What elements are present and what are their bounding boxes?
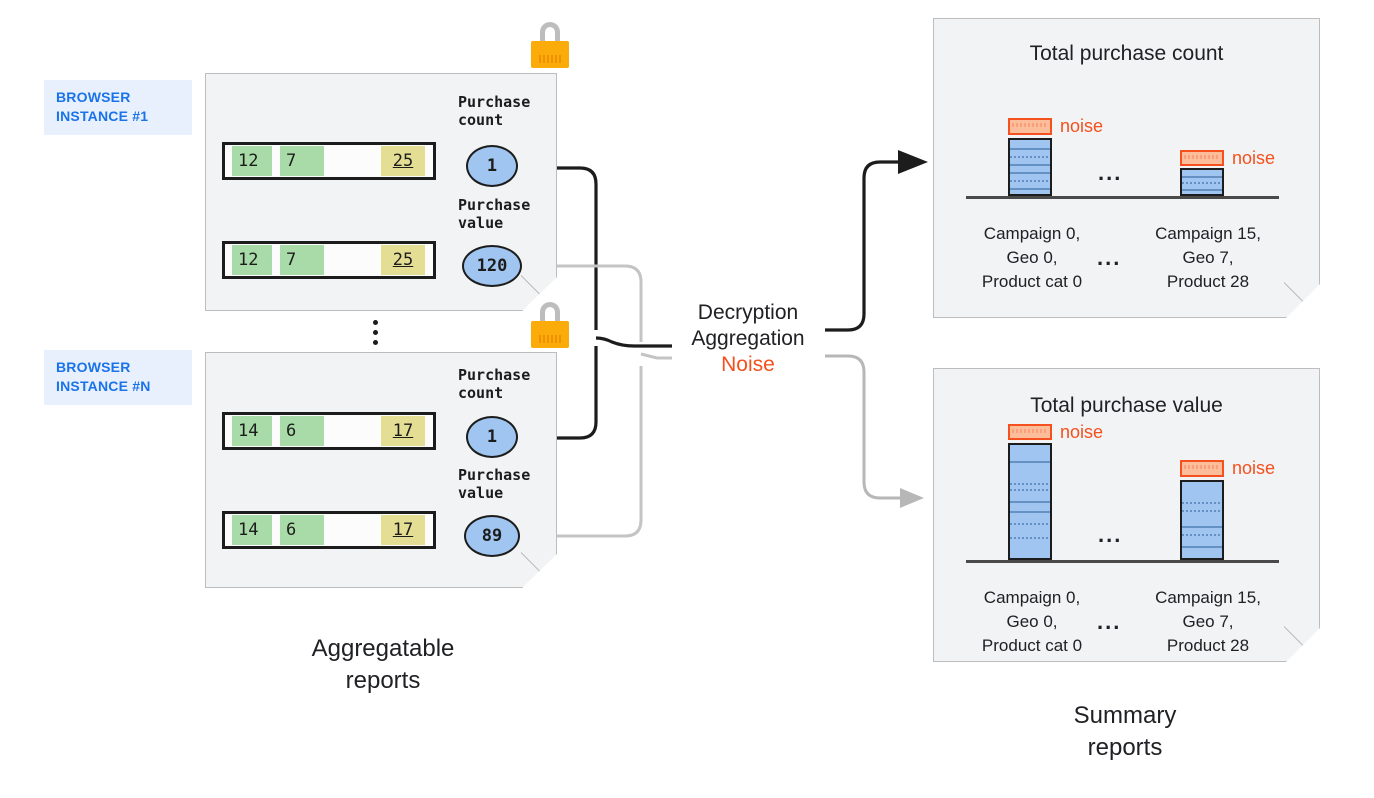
metric-value-bubble: 1: [466, 416, 518, 458]
chart-truncation-marker: ...: [1097, 609, 1122, 634]
metric-label-purchase-value: Purchase value: [458, 466, 531, 502]
padlock-shackle: [540, 302, 560, 326]
metric-label-purchase-count: Purchase count: [458, 366, 531, 402]
bar-noise-cap: [1180, 460, 1224, 477]
chart-category-label: Campaign 0, Geo 0, Product cat 0: [981, 224, 1083, 291]
padlock-body: [531, 321, 569, 348]
chart-truncation-marker: ...: [1098, 160, 1123, 185]
report-key-chip-value: 17: [392, 421, 414, 441]
browser-instance-tag-n: BROWSER INSTANCE #N: [44, 350, 192, 405]
noise-annotation: noise: [1060, 422, 1104, 442]
chart-truncation-marker: ...: [1097, 245, 1122, 270]
report-key-chip-value: 25: [392, 250, 414, 270]
report-row: 12 7 25: [222, 241, 436, 279]
metric-label-purchase-count: Purchase count: [458, 93, 531, 129]
bar-campaign-0: [1008, 443, 1052, 560]
report-key-chip: 17: [381, 416, 425, 446]
noise-annotation: noise: [1232, 148, 1276, 168]
padlock-keyhole: [539, 335, 561, 343]
chart-title-purchase-count: Total purchase count: [1029, 42, 1224, 65]
report-key-chip-value: 17: [392, 520, 414, 540]
noise-annotation: noise: [1232, 458, 1276, 478]
padlock-body: [531, 41, 569, 68]
report-key-chip-value: 25: [392, 151, 414, 171]
report-key-chip: 17: [381, 515, 425, 545]
report-key-chip: 25: [381, 146, 425, 176]
vertical-ellipsis: [373, 320, 378, 345]
report-chip: 12: [232, 245, 272, 275]
metric-value-bubble: 1: [466, 145, 518, 187]
aggregatable-reports-caption: Aggregatable reports: [311, 635, 455, 694]
chart-axis-line: [966, 196, 1279, 199]
summary-report-panel-count: [933, 18, 1320, 318]
bar-campaign-0: [1008, 138, 1052, 196]
bar-noise-cap: [1008, 424, 1052, 440]
report-chip: 14: [232, 515, 272, 545]
process-label: Decryption Aggregation Noise: [668, 300, 828, 378]
bar-noise-cap: [1180, 150, 1224, 166]
report-chip: 7: [280, 146, 324, 176]
chart-category-label: Campaign 15, Geo 7, Product 28: [1155, 588, 1261, 655]
report-chip: 6: [280, 515, 324, 545]
padlock-icon: [531, 22, 569, 68]
chart-axis-line: [966, 560, 1279, 563]
report-chip: 14: [232, 416, 272, 446]
process-line-decryption: Decryption: [697, 301, 799, 324]
report-row: 14 6 17: [222, 511, 436, 549]
process-line-noise: Noise: [721, 353, 775, 376]
browser-instance-tag-1: BROWSER INSTANCE #1: [44, 80, 192, 135]
report-row: 12 7 25: [222, 142, 436, 180]
padlock-icon: [531, 302, 569, 348]
report-chip: 6: [280, 416, 324, 446]
chart-title-purchase-value: Total purchase value: [1030, 394, 1223, 417]
chart-truncation-marker: ...: [1098, 522, 1123, 547]
report-row: 14 6 17: [222, 412, 436, 450]
bar-campaign-15: [1180, 480, 1224, 560]
chart-category-label: Campaign 0, Geo 0, Product cat 0: [981, 588, 1083, 655]
chart-category-label: Campaign 15, Geo 7, Product 28: [1155, 224, 1261, 291]
report-chip: 12: [232, 146, 272, 176]
bar-noise-cap: [1008, 118, 1052, 135]
bar-campaign-15: [1180, 168, 1224, 196]
metric-label-purchase-value: Purchase value: [458, 196, 531, 232]
report-key-chip: 25: [381, 245, 425, 275]
noise-annotation: noise: [1060, 116, 1104, 136]
report-chip: 7: [280, 245, 324, 275]
metric-value-bubble: 89: [464, 515, 520, 557]
summary-report-panel-value: [933, 368, 1320, 662]
padlock-shackle: [540, 22, 560, 46]
process-line-aggregation: Aggregation: [691, 327, 805, 350]
metric-value-bubble: 120: [462, 245, 522, 287]
padlock-keyhole: [539, 55, 561, 63]
summary-reports-caption: Summary reports: [1073, 702, 1177, 761]
